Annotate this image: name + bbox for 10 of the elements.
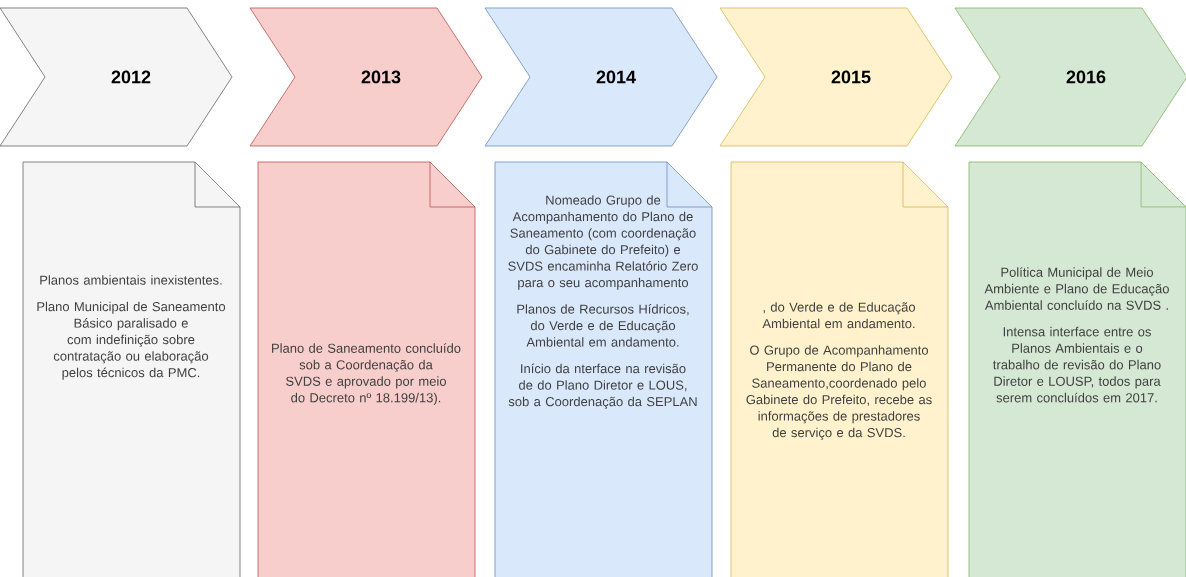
chevron-step: 2012 [0, 7, 233, 147]
document-card: Política Municipal de Meio Ambiente e Plano de Educação Ambiental concluído na SVDS . Intensa interface entre os Planos Ambientais e o trabalho de revisão do Plano Diretor e LOUSP, todos para serem concluídos em 2017. [968, 161, 1186, 577]
chevron-step: 2014 [484, 7, 718, 147]
document-card: , do Verde e de Educação Ambiental em andamento. O Grupo de Acompanhamento Permanente do Plano de Saneamento,coordenado pelo Gabinete do Prefeito, recebe as informações de prestadores de serviço e da SVDS. [730, 161, 949, 577]
chevron-step: 2016 [954, 7, 1186, 147]
document-card: Plano de Saneamento concluído sob a Coordenação da SVDS e aprovado por meio do Decreto nº 18.199/13). [257, 161, 476, 577]
chevron-step: 2015 [719, 7, 953, 147]
document-card: Planos ambientais inexistentes. Plano Municipal de Saneamento Básico paralisado e com indefinição sobre contratação ou elaboração pelos técnicos da PMC. [22, 161, 241, 577]
document-card: Nomeado Grupo de Acompanhamento do Plano de Saneamento (com coordenação do Gabinete do Prefeito) e SVDS encaminha Relatório Zero para o seu acompanhamento Planos de Recursos Hídricos, do Verde e de Educação Ambiental em andamento. Início da nterface na revisão de do Plano Diretor e LOUS, sob a Coordenação da SEPLAN [494, 161, 713, 577]
chevron-step: 2013 [249, 7, 483, 147]
